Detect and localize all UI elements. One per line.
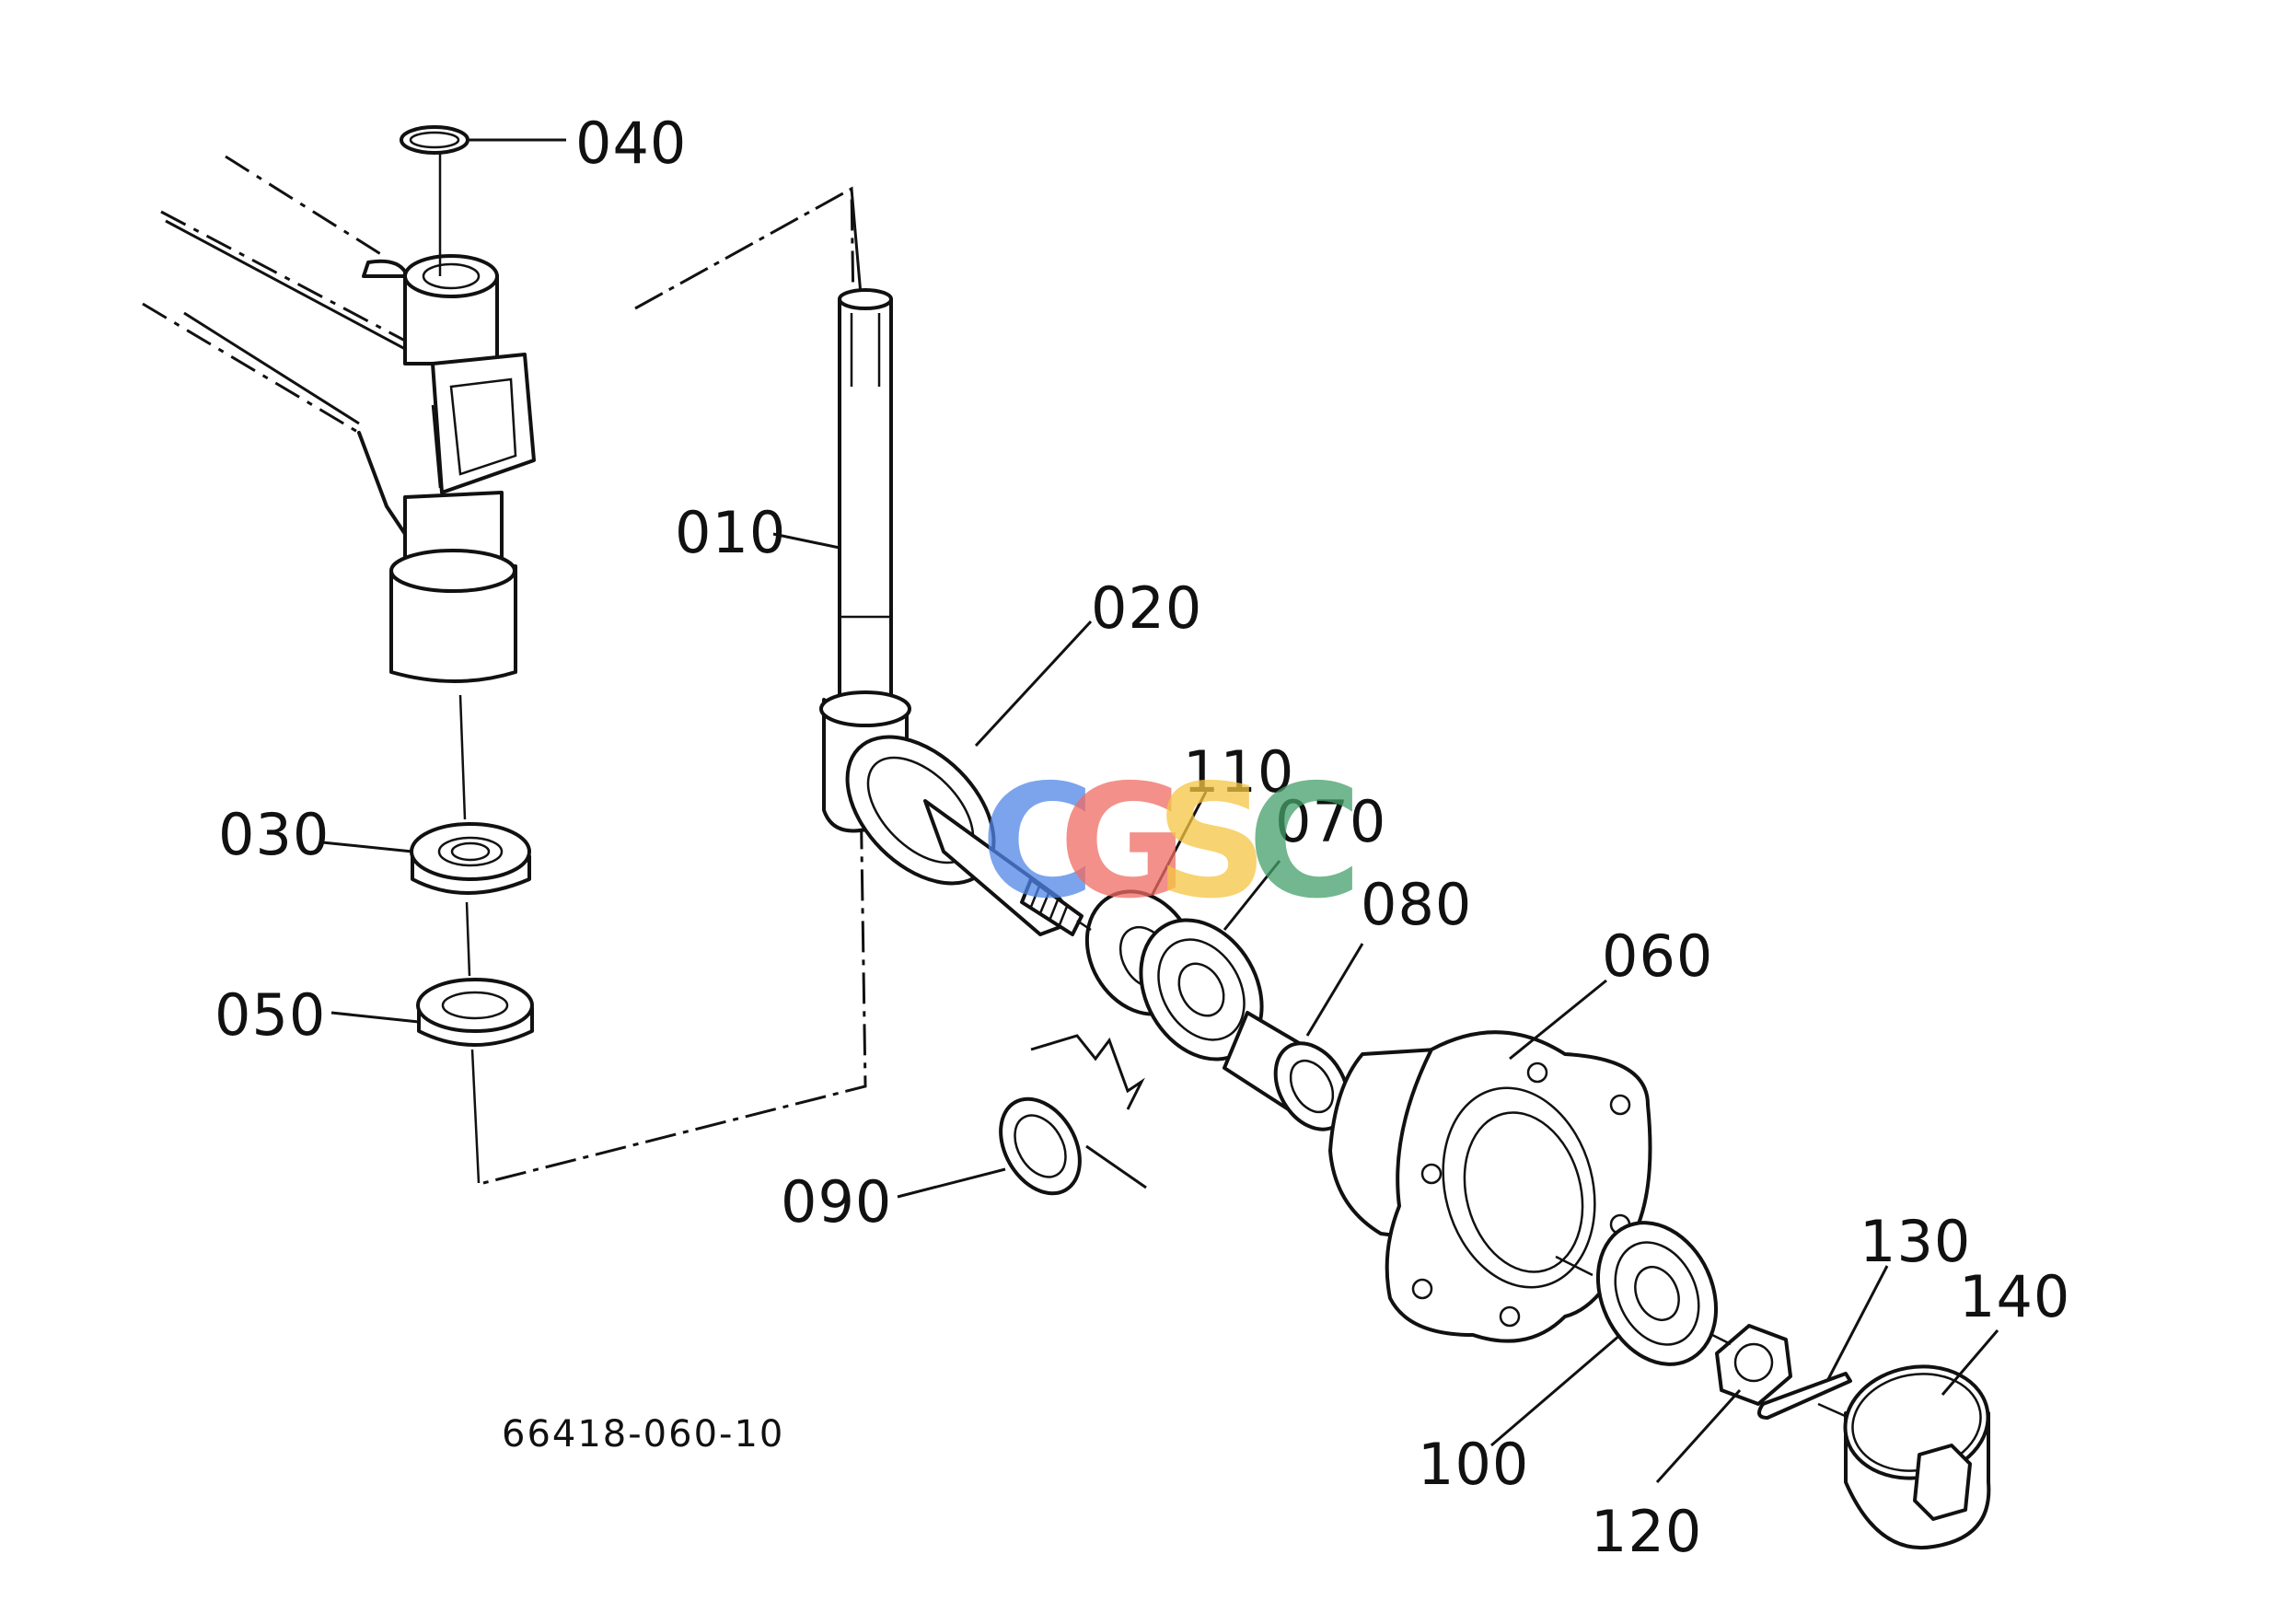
watermark-letter-s: S [1155,751,1269,934]
snap-ring-040 [400,125,469,155]
drawing-number: 66418-060-10 [502,1413,785,1456]
castle-nut-120 [1715,1324,1792,1406]
part-label-120: 120 [1591,1498,1703,1565]
part-label-020: 020 [1091,574,1203,642]
leader-lines [321,138,1999,1484]
part-label-060: 060 [1602,922,1714,990]
part-label-130: 130 [1860,1208,1972,1275]
part-label-040: 040 [575,110,688,177]
assembly-frame [482,186,867,1185]
hub-060 [1328,1030,1652,1343]
part-label-050: 050 [214,981,327,1049]
spindle-020 [845,735,1084,936]
part-label-140: 140 [1959,1263,2071,1330]
part-label-030: 030 [218,801,330,868]
watermark-letter-c1: C [980,751,1095,934]
break-symbol [1030,1034,1147,1189]
front-axle-arm [142,155,536,683]
washer-090 [999,1096,1082,1196]
watermark-letter-g: G [1059,751,1188,934]
part-label-010: 010 [675,499,787,566]
thrust-bearing-030 [410,822,531,895]
hub-cap-140 [1843,1364,1991,1550]
bearing-100 [1595,1221,1719,1366]
seal-050 [416,978,534,1047]
part-label-110: 110 [1183,738,1295,806]
part-label-100: 100 [1418,1431,1530,1498]
watermark-letter-c2: C [1247,751,1362,934]
part-label-090: 090 [781,1168,893,1235]
part-label-080: 080 [1361,871,1473,938]
spacer-080 [1223,1011,1350,1131]
part-label-070: 070 [1275,788,1387,855]
